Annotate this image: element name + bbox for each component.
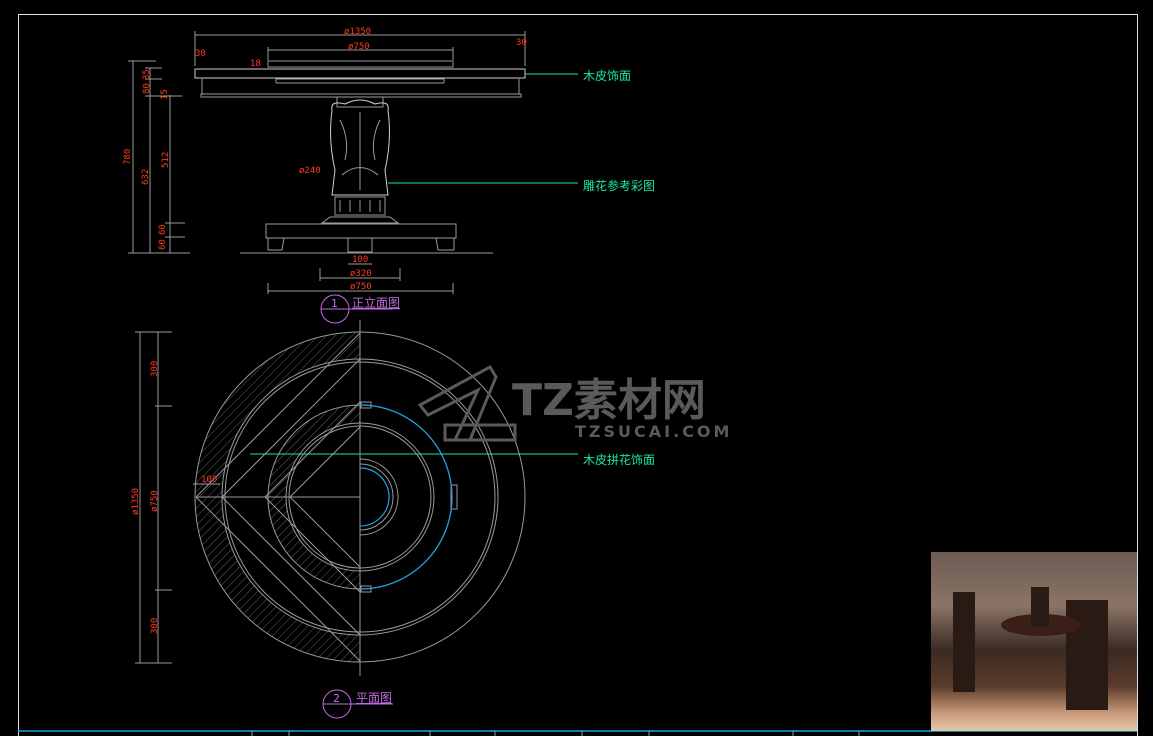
plan-title: 平面图: [356, 691, 392, 705]
dim-top-diameter: ø1350: [344, 27, 371, 37]
dim-inner-diameter: ø750: [348, 42, 370, 52]
plan-title-number: 2: [333, 692, 340, 705]
dim-foot: 100: [352, 255, 368, 265]
plan-dim-outer: ø1350: [131, 488, 141, 515]
elevation-title-number: 1: [331, 297, 338, 310]
plan-dim-top-300: 300: [150, 361, 160, 377]
callout-parquet-veneer: 木皮拼花饰面: [583, 452, 655, 467]
plan-view: ø1350 ø750 300 300 100 木皮拼花饰面 2 平面图: [131, 320, 655, 719]
plan-dim-edge: 100: [201, 475, 217, 485]
dim-base-750: ø750: [350, 282, 372, 292]
plan-title-marker: 2 平面图: [322, 689, 393, 719]
dim-total-height: 780: [123, 149, 133, 165]
dim-base-60a: 60: [158, 224, 168, 235]
callout-veneer: 木皮饰面: [583, 69, 631, 83]
watermark-url: TZSUCAI.COM: [575, 422, 732, 441]
elevation-title-marker: 1 正立面图: [320, 294, 400, 324]
dim-column-diameter: ø240: [299, 166, 321, 176]
reference-photo: [931, 552, 1137, 731]
dim-edge-right: 30: [516, 38, 527, 48]
watermark: TZ素材网 TZSUCAI.COM: [417, 364, 732, 442]
drawing-frame: [18, 14, 1138, 736]
title-block-dividers: [251, 731, 860, 736]
dim-80: 80: [142, 83, 152, 94]
dim-35: 35: [142, 69, 152, 80]
dim-632: 632: [141, 169, 151, 185]
dim-edge-left: 30: [195, 49, 206, 59]
plan-dim-inner: ø750: [150, 490, 160, 512]
watermark-brand: TZ素材网: [512, 375, 706, 426]
callout-carving: 雕花参考彩图: [583, 178, 655, 193]
dim-thickness: 18: [250, 59, 261, 69]
elevation-title: 正立面图: [352, 295, 400, 310]
dim-base-320: ø320: [350, 269, 372, 279]
elevation-view: 30 30 ø1350 ø750 18 35 80 15 780 632 512…: [123, 27, 655, 324]
dim-base-60b: 60: [158, 239, 168, 250]
plan-dim-bottom-300: 300: [150, 618, 160, 634]
dim-512: 512: [161, 152, 171, 168]
dim-15: 15: [160, 89, 170, 100]
